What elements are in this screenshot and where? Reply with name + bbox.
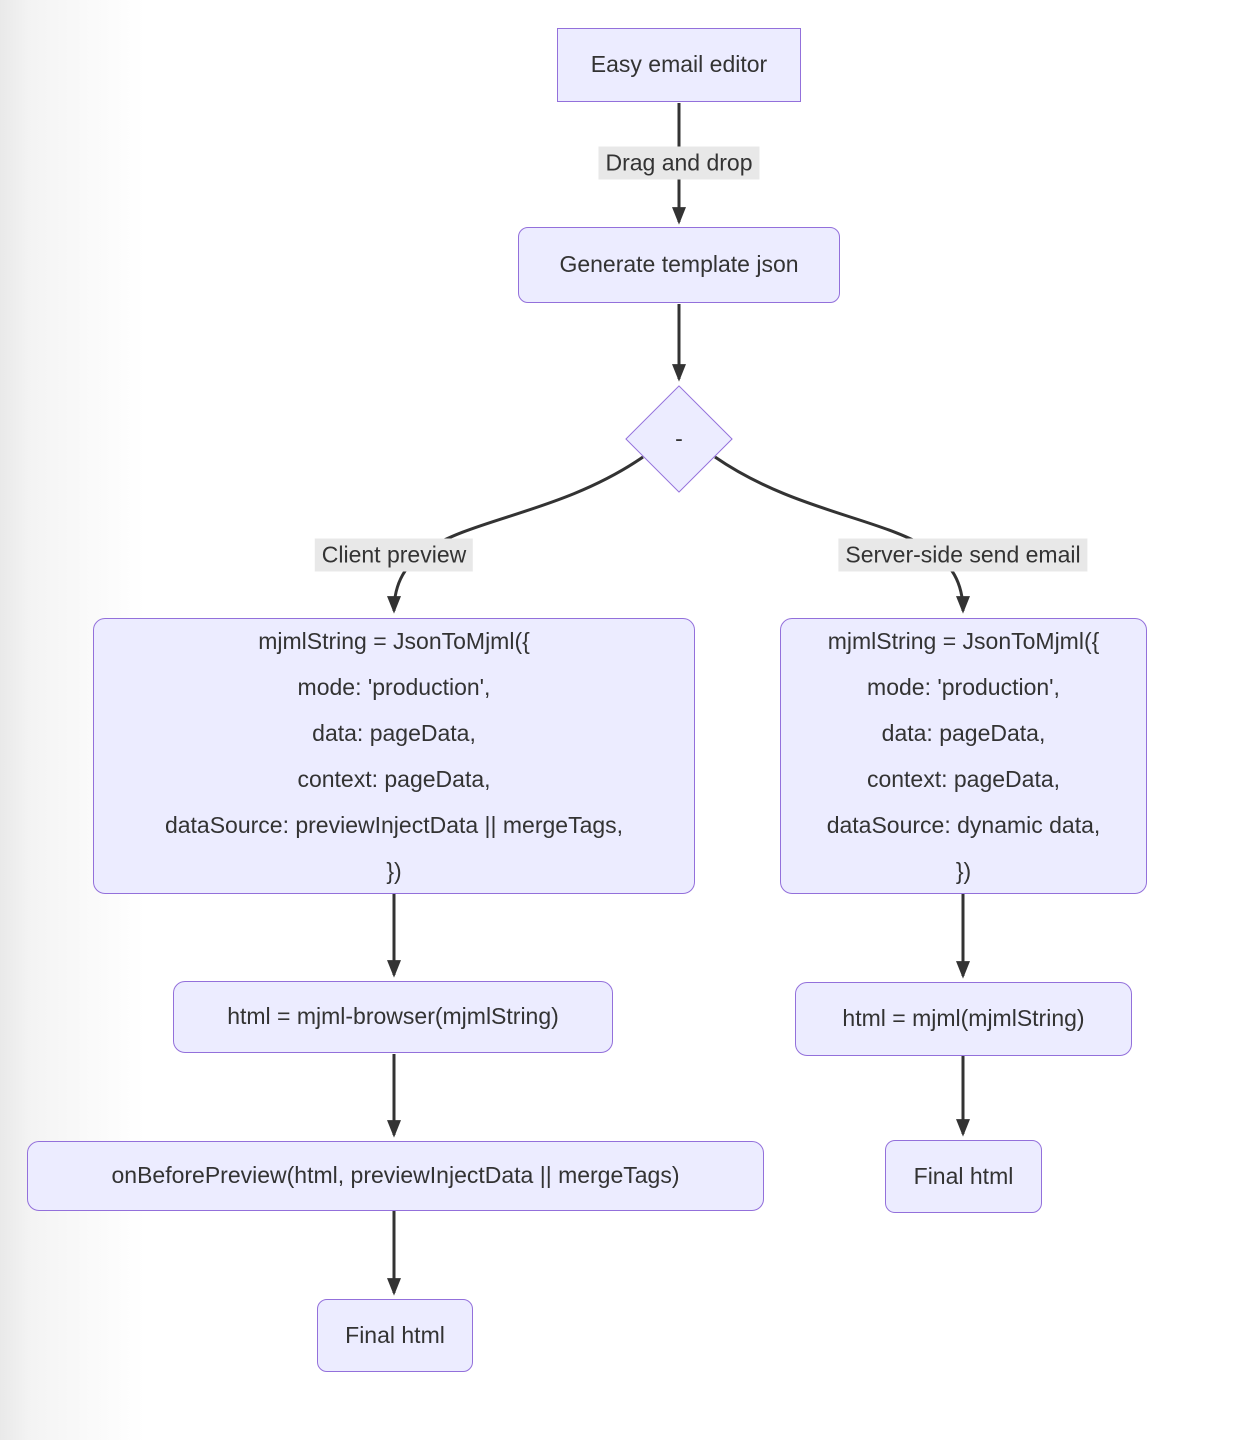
node-generate-template-json: Generate template json	[518, 227, 840, 303]
node-mjml-browser-label: html = mjml-browser(mjmlString)	[227, 1003, 559, 1030]
node-server-jsontomjml: mjmlString = JsonToMjml({ mode: 'product…	[780, 618, 1147, 894]
node-easy-email-editor-label: Easy email editor	[590, 51, 768, 78]
node-client-final-html: Final html	[317, 1299, 473, 1372]
node-server-final-html: Final html	[885, 1140, 1042, 1213]
edge-decision-to-client	[387, 455, 644, 614]
code-line: mode: 'production',	[867, 674, 1060, 700]
code-line: context: pageData,	[866, 766, 1061, 792]
code-line: context: pageData,	[297, 766, 491, 792]
code-line: data: pageData,	[881, 720, 1046, 746]
node-mjml-server: html = mjml(mjmlString)	[795, 982, 1132, 1056]
node-mjml-server-label: html = mjml(mjmlString)	[842, 1005, 1085, 1032]
edge-label-client-preview: Client preview	[314, 538, 474, 572]
code-line: mjmlString = JsonToMjml({	[827, 628, 1100, 654]
node-onbeforepreview: onBeforePreview(html, previewInjectData …	[27, 1141, 764, 1211]
edge-label-drag-and-drop: Drag and drop	[598, 146, 760, 180]
node-easy-email-editor: Easy email editor	[557, 28, 801, 102]
code-line: mjmlString = JsonToMjml({	[258, 628, 530, 654]
code-line: })	[386, 858, 402, 884]
edge-decision-to-server	[714, 455, 970, 614]
code-line: })	[955, 858, 972, 884]
node-client-jsontomjml: mjmlString = JsonToMjml({ mode: 'product…	[93, 618, 695, 894]
node-decision-diamond-label: -	[675, 425, 683, 452]
code-line: mode: 'production',	[297, 674, 491, 700]
node-client-final-html-label: Final html	[345, 1321, 445, 1348]
node-generate-template-json-label: Generate template json	[559, 251, 799, 278]
code-line: dataSource: dynamic data,	[826, 812, 1101, 838]
node-server-final-html-label: Final html	[913, 1162, 1014, 1189]
node-mjml-browser: html = mjml-browser(mjmlString)	[173, 981, 613, 1053]
edge-label-server-side-send-email: Server-side send email	[838, 538, 1088, 572]
code-line: dataSource: previewInjectData || mergeTa…	[164, 812, 624, 838]
code-line: data: pageData,	[312, 720, 476, 746]
node-onbeforepreview-label: onBeforePreview(html, previewInjectData …	[111, 1162, 680, 1189]
